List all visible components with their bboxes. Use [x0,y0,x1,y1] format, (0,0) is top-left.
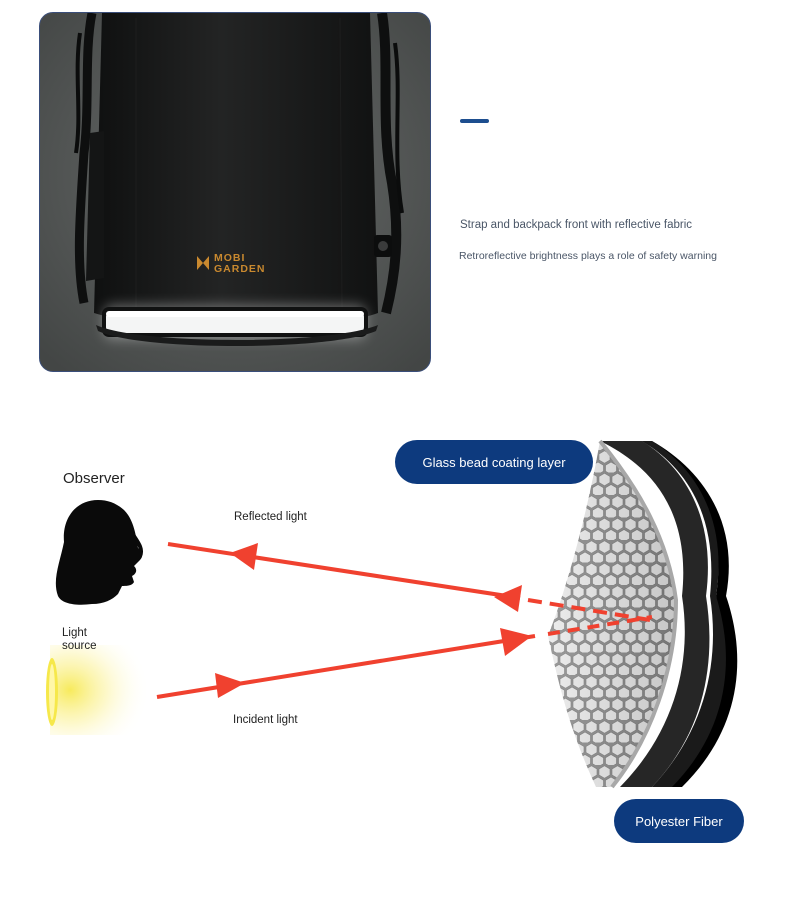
arrow-icon [494,585,522,612]
backpack-illustration [40,13,430,371]
polyester-fiber-badge: Polyester Fiber [614,799,744,843]
observer-head-icon [55,500,143,605]
light-source-icon [46,645,150,735]
light-source-label: Light source [62,627,97,652]
arrow-icon [230,543,258,570]
fabric-cross-section [548,439,738,789]
observer-label: Observer [63,470,125,487]
retroreflection-diagram [46,439,738,789]
arrow-icon [500,628,532,656]
feature-title: Strap and backpack front with reflective… [460,219,693,231]
reflected-light-label: Reflected light [234,511,307,523]
feature-subtitle: Retroreflective brightness plays a role … [459,250,717,262]
arrow-icon [215,673,245,698]
incident-light-label: Incident light [233,714,298,726]
glass-bead-layer-label: Glass bead coating layer [422,454,566,470]
accent-line [460,119,489,123]
reflected-ray [167,542,651,622]
polyester-fiber-label: Polyester Fiber [635,813,723,829]
brand-line2: GARDEN [214,263,266,275]
glass-bead-layer-badge: Glass bead coating layer [395,440,593,484]
brand-line1: MOBI [214,252,246,264]
incident-ray [156,615,653,699]
product-photo: MOBI GARDEN [39,12,431,372]
